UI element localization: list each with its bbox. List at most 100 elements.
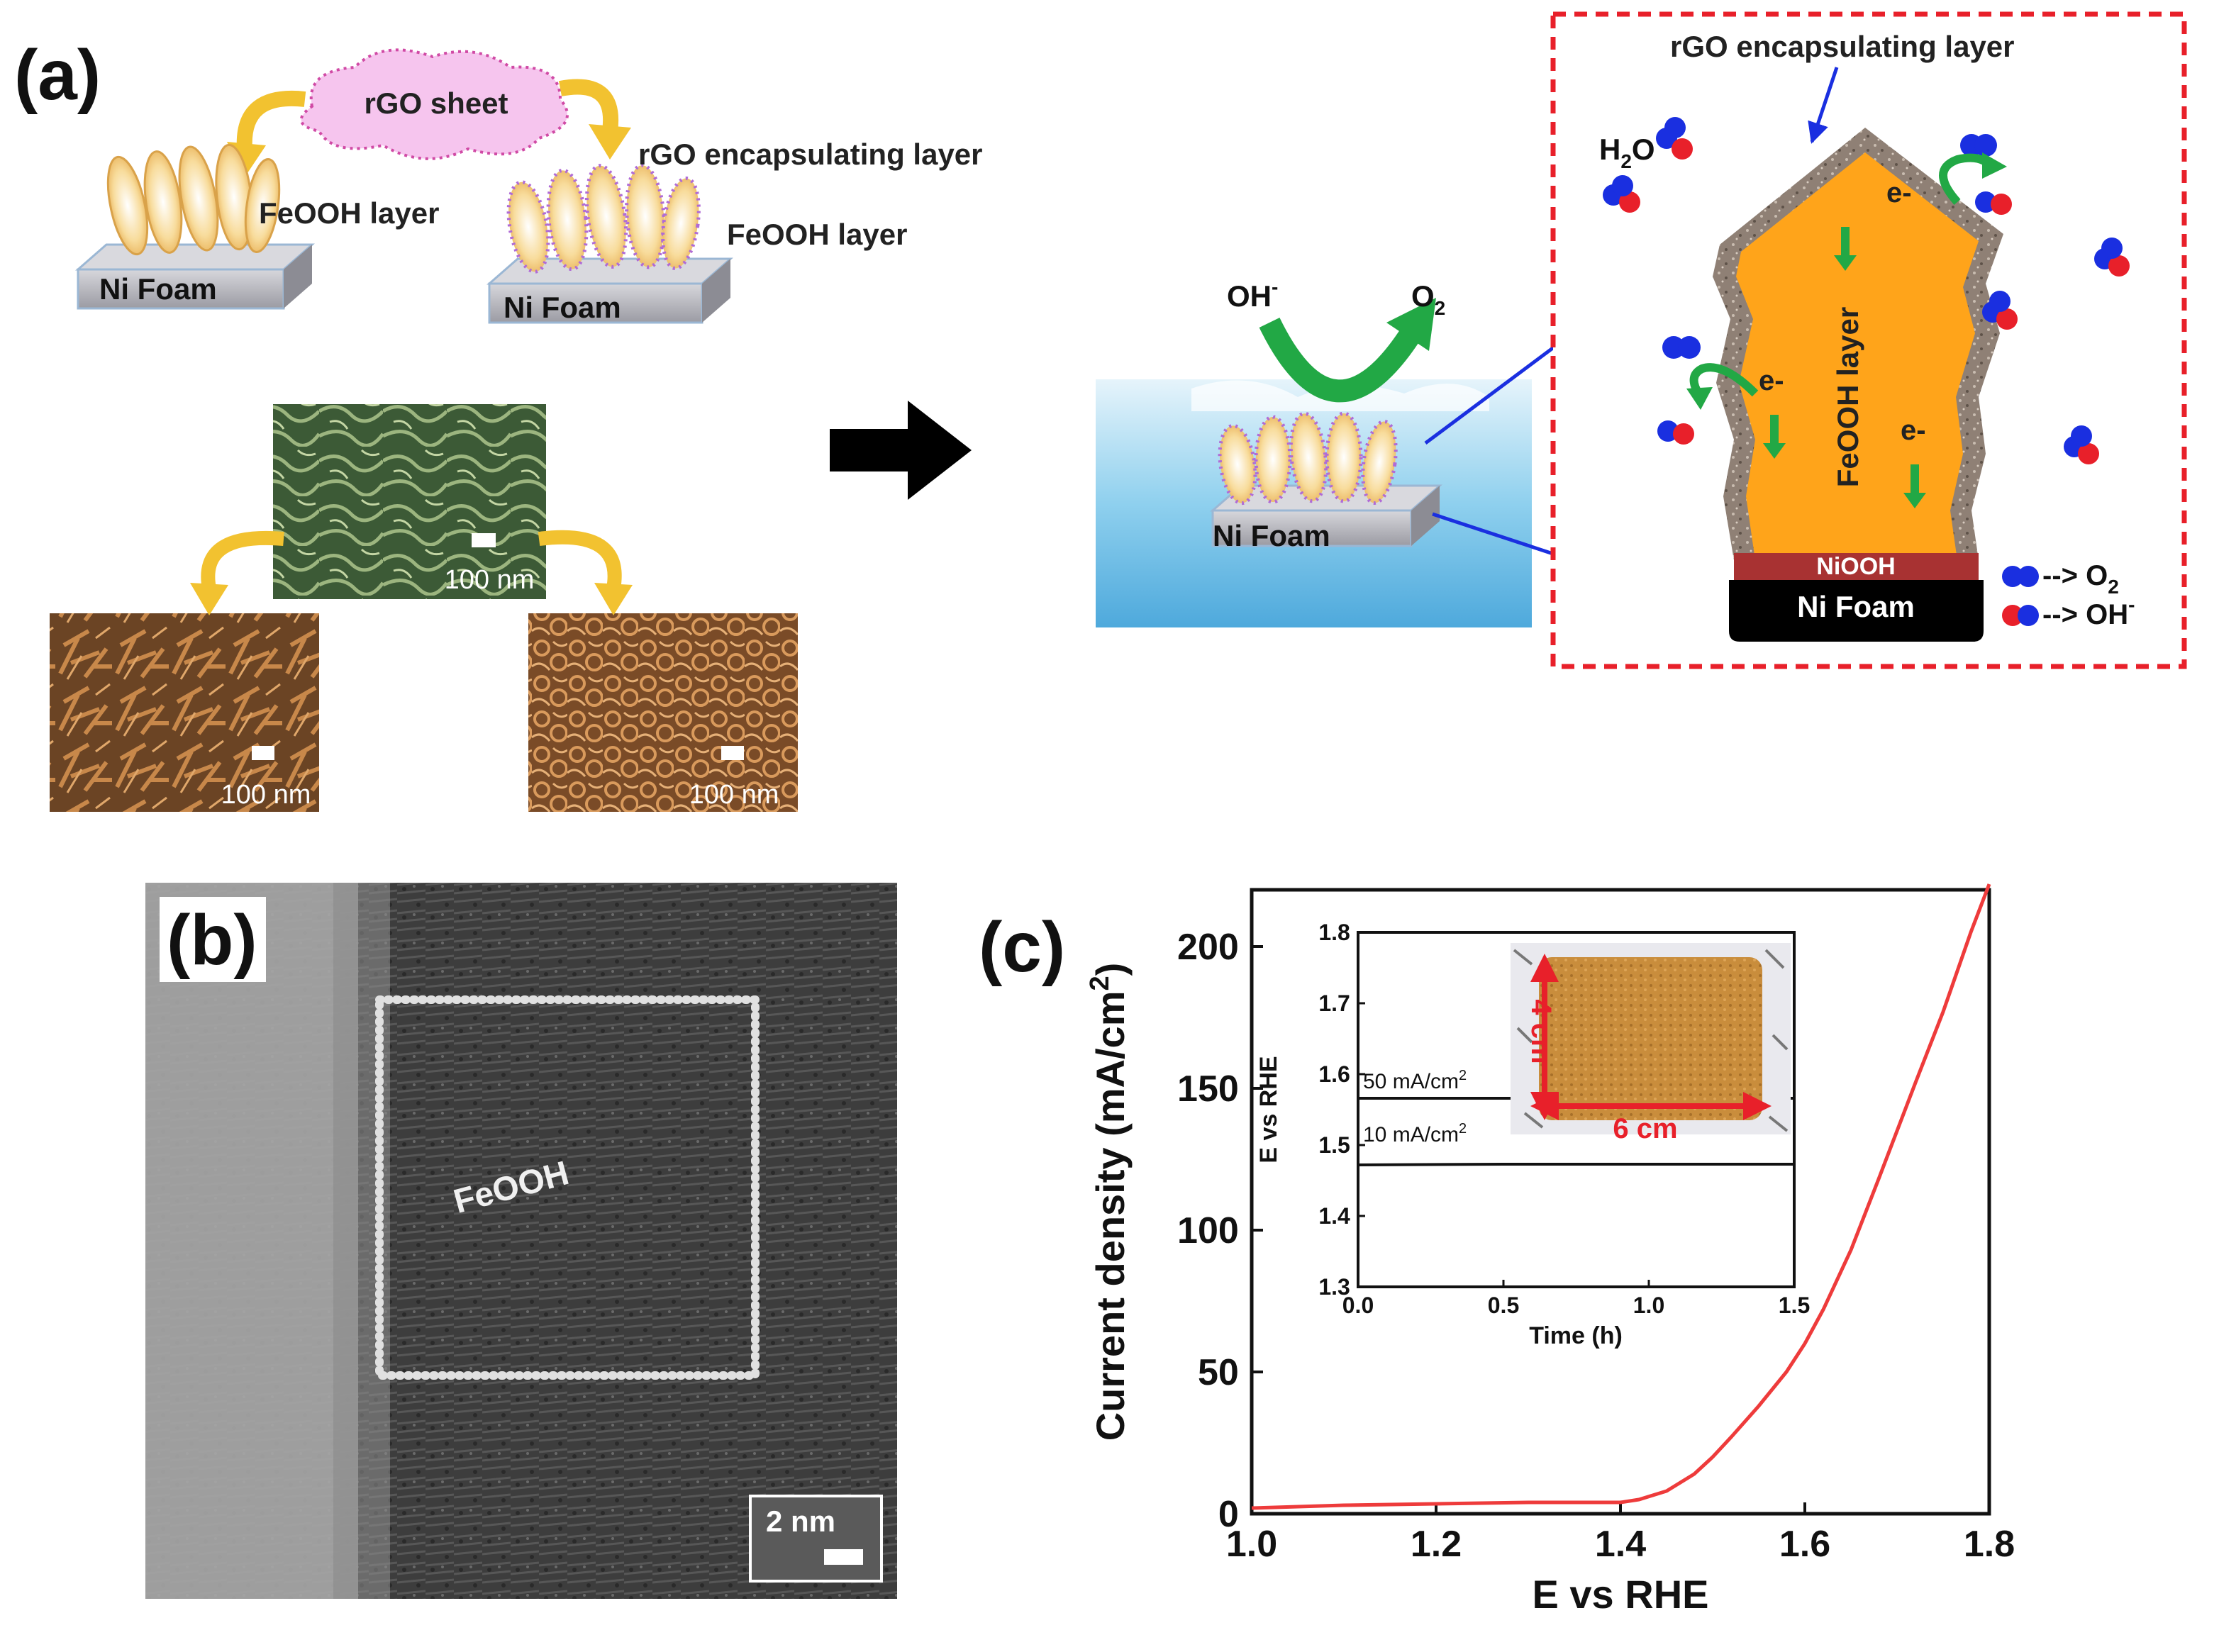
- electron-label: e-: [1901, 415, 1926, 446]
- detail-box: rGO encapsulating layer FeOOH layer NiOO…: [1550, 11, 2187, 669]
- electron-arrow-icon: [1763, 415, 1786, 459]
- ni-foam-block: [1729, 580, 1984, 642]
- feooh-layer-label: FeOOH layer: [727, 218, 907, 251]
- curved-arrow-icon: [594, 583, 633, 615]
- x-tick-label: 0.0: [1342, 1293, 1374, 1318]
- hydroxide-label: OH-: [1227, 276, 1278, 313]
- panel-b-label: (b): [167, 900, 257, 980]
- molecule-icon: [1662, 336, 1701, 359]
- sem-image-feooh: 100 nm: [50, 613, 319, 812]
- panel-c-label: (c): [979, 908, 1065, 987]
- y-tick-label: 1.8: [1318, 920, 1350, 945]
- exchange-arrow-icon: [1689, 363, 1759, 397]
- electron-label: e-: [1759, 365, 1784, 396]
- y-tick-label: 200: [1177, 927, 1239, 968]
- ni-foam-label: Ni Foam: [1797, 590, 1915, 623]
- niooh-label: NiOOH: [1816, 553, 1895, 580]
- main-chart: 1.0 1.2 1.4 1.6 1.8 0 50 100 150 200 E vs RHE Cu…: [1085, 883, 2015, 1617]
- scale-bar-label: 100 nm: [445, 565, 535, 595]
- y-tick-label: 100: [1177, 1210, 1239, 1251]
- x-tick-label: 1.6: [1779, 1524, 1830, 1565]
- inset-y-axis-label: E vs RHE: [1255, 1056, 1282, 1163]
- feooh-region-box: [375, 995, 760, 1380]
- x-tick-label: 0.5: [1488, 1293, 1519, 1318]
- electron-arrow-icon: [1903, 464, 1926, 508]
- panel-a: (a) rGO sheet Ni Foam FeOOH layer: [14, 11, 2187, 812]
- pointer-arrow-icon: [1808, 67, 1839, 144]
- reaction-arrow-icon: [1259, 317, 1421, 403]
- feooh-schematic-left: Ni Foam FeOOH layer: [75, 143, 439, 310]
- scale-bar-label: 2 nm: [766, 1505, 835, 1538]
- panel-b-label-box: [160, 897, 266, 982]
- inset-annotation-10: 10 mA/cm2: [1363, 1121, 1467, 1146]
- y-tick-label: 1.7: [1318, 990, 1350, 1016]
- oxygen-label: O2: [1411, 279, 1445, 319]
- feooh-layer: [1736, 152, 1979, 560]
- y-tick-label: 0: [1218, 1494, 1239, 1535]
- scale-bar: 2 nm: [749, 1495, 883, 1583]
- inset-x-axis-label: Time (h): [1529, 1322, 1623, 1349]
- main-y-axis-label: Current density (mA/cm2): [1085, 963, 1133, 1441]
- y-tick-label: 1.6: [1318, 1061, 1350, 1087]
- electron-label: e-: [1886, 177, 1912, 208]
- scale-bar-label: 100 nm: [689, 780, 779, 810]
- x-tick-label: 1.2: [1411, 1524, 1462, 1565]
- sem-image-ni-foam-rgo: 100 nm: [528, 613, 798, 812]
- x-tick-label: 1.5: [1779, 1293, 1810, 1318]
- electron-arrow-icon: [1834, 227, 1857, 271]
- legend-oh-label: --> OH-: [2042, 593, 2135, 630]
- curved-arrow-icon: [201, 530, 284, 590]
- y-tick-label: 50: [1198, 1352, 1239, 1393]
- ni-foam-label: Ni Foam: [504, 291, 621, 324]
- exchange-arrow-icon: [1686, 387, 1713, 410]
- inset-y-ticks: 1.31.41.51.61.71.8: [1318, 920, 1365, 1300]
- y-tick-label: 150: [1177, 1068, 1239, 1110]
- rgo-feooh-schematic-right: Ni Foam rGO encapsulating layer FeOOH la…: [486, 138, 983, 324]
- feooh-layer-label: FeOOH layer: [1831, 307, 1864, 487]
- curved-arrow-icon: [538, 530, 622, 590]
- ni-foam-label: Ni Foam: [1213, 519, 1330, 552]
- legend-oh: --> OH-: [2002, 593, 2135, 630]
- molecule-icon: [1657, 420, 1694, 445]
- curved-arrow-icon: [236, 90, 306, 150]
- reaction-arrow-icon: [1386, 298, 1436, 351]
- feooh-layer-label: FeOOH layer: [259, 196, 439, 230]
- y-tick-label: 1.4: [1318, 1203, 1350, 1229]
- molecule-icon: [1982, 291, 2018, 330]
- x-tick-label: 1.0: [1226, 1524, 1277, 1565]
- panel-c: (c) 1.0 1.2 1.4 1.6 1.8 0 50 100 150 200 E vs RH…: [979, 883, 2015, 1617]
- legend-o2-label: --> O2: [2042, 560, 2119, 598]
- rgo-encapsulating-label: rGO encapsulating layer: [638, 138, 983, 171]
- series-line: [1357, 1163, 1794, 1166]
- curved-arrow-icon: [558, 79, 619, 133]
- process-arrow-icon: [830, 401, 972, 500]
- x-tick-label: 1.8: [1964, 1524, 2015, 1565]
- sem-image-rgo-feooh: 100 nm: [273, 404, 546, 599]
- main-y-ticks: 0 50 100 150 200: [1177, 927, 1263, 1535]
- photo-height-label: 4 cm: [1525, 999, 1557, 1064]
- rgo-sheet-cloud: rGO sheet: [299, 48, 569, 160]
- inset-annotation-50: 50 mA/cm2: [1363, 1068, 1467, 1093]
- panel-a-label: (a): [14, 35, 101, 115]
- water-label: H2O: [1599, 133, 1655, 172]
- main-series: [1251, 883, 1991, 1510]
- main-x-axis-label: E vs RHE: [1533, 1572, 1709, 1617]
- y-tick-label: 1.5: [1318, 1132, 1350, 1158]
- panel-b: (b) FeOOH 2 nm: [145, 883, 897, 1599]
- ni-foam-label: Ni Foam: [99, 272, 217, 306]
- electrode-photo: 6 cm 4 cm: [1511, 943, 1791, 1144]
- rgo-encapsulating-label: rGO encapsulating layer: [1670, 30, 2015, 63]
- photo-width-label: 6 cm: [1613, 1113, 1677, 1144]
- exchange-arrow-icon: [1982, 152, 2007, 179]
- rgo-sheet-label: rGO sheet: [364, 86, 508, 120]
- curved-arrow-icon: [589, 124, 631, 160]
- molecule-icon: [1975, 191, 2012, 215]
- x-tick-label: 1.4: [1595, 1524, 1646, 1565]
- niooh-layer: [1734, 553, 1979, 580]
- electrode-in-electrolyte: Ni Foam OH- O2: [1096, 276, 1532, 627]
- molecule-icon: [1656, 117, 1693, 160]
- molecule-icon: [1603, 175, 1640, 213]
- molecule-icon: [2094, 238, 2130, 277]
